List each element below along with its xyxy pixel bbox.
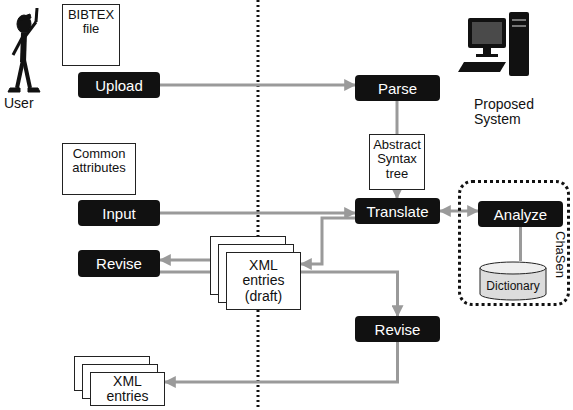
database-cylinder: Dictionary bbox=[479, 261, 547, 301]
region-label: ChaSen bbox=[553, 231, 567, 278]
node-text: Abstract Syntax tree bbox=[372, 138, 422, 181]
process-box: Revise bbox=[78, 250, 160, 277]
flow-arrow bbox=[165, 342, 398, 382]
process-box: Revise bbox=[355, 316, 440, 342]
flow-arrow bbox=[301, 218, 355, 264]
node-text: Input bbox=[102, 205, 135, 222]
node-text: Revise bbox=[375, 321, 421, 338]
node-text: XML entries bbox=[93, 374, 162, 405]
flow-arrow bbox=[160, 212, 355, 215]
node-text: Common attributes bbox=[65, 147, 133, 176]
document-note: Common attributes bbox=[62, 143, 136, 195]
node-text: Revise bbox=[96, 255, 142, 272]
flow-arrow bbox=[519, 227, 522, 261]
user-figure bbox=[8, 8, 40, 92]
node-text: Upload bbox=[95, 77, 143, 94]
node-text: XML entries (draft) bbox=[229, 258, 298, 304]
module-region: ChaSen AnalyzeDictionary bbox=[458, 180, 570, 306]
process-box: Input bbox=[78, 200, 160, 226]
node-text: BIBTEX file bbox=[65, 8, 117, 37]
node-text: Translate bbox=[367, 203, 429, 220]
node-text: Parse bbox=[378, 80, 417, 97]
system-label: Proposed System bbox=[474, 97, 544, 128]
process-box: Upload bbox=[78, 72, 160, 98]
computer-icon bbox=[458, 12, 529, 76]
document: XML entries bbox=[90, 372, 165, 406]
document-note: Abstract Syntax tree bbox=[369, 134, 425, 190]
flow-arrow bbox=[396, 101, 399, 134]
node-text: Analyze bbox=[494, 206, 547, 223]
process-box: Translate bbox=[355, 198, 440, 224]
document-note: BIBTEX file bbox=[62, 4, 120, 66]
divider-line bbox=[257, 0, 260, 410]
node-text: Dictionary bbox=[486, 279, 539, 293]
process-box: Parse bbox=[355, 75, 440, 101]
actor-label: User bbox=[4, 96, 54, 111]
document: XML entries (draft) bbox=[226, 252, 301, 310]
flow-arrow bbox=[396, 190, 399, 198]
process-box: Analyze bbox=[478, 201, 563, 227]
flow-arrow bbox=[160, 84, 355, 87]
